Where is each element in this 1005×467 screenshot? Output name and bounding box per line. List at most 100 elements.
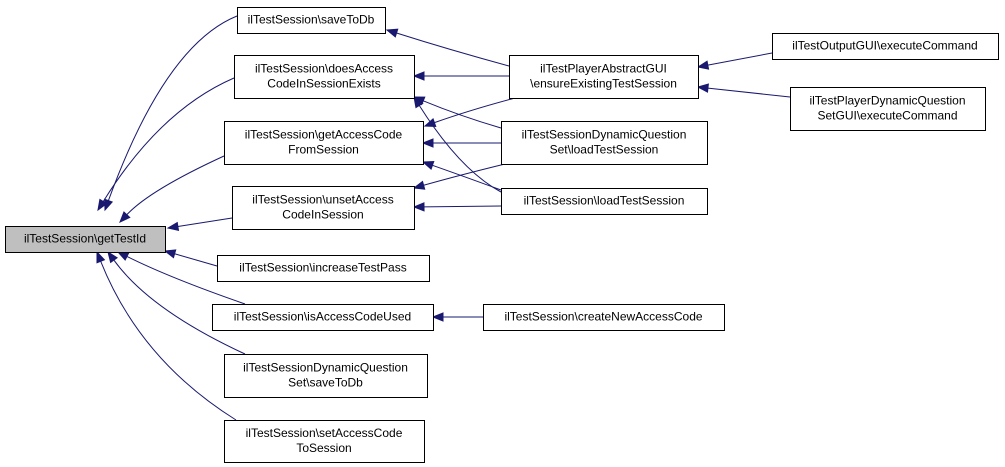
node-box (224, 420, 425, 463)
node-label: ilTestSession\isAccessCodeUsed (234, 310, 411, 324)
node-box (5, 226, 166, 253)
node-label: \ensureExistingTestSession (530, 77, 677, 91)
edge-getAccessCode-to-getTestId (119, 155, 225, 223)
node-box (224, 354, 428, 398)
node-label: Set\loadTestSession (550, 143, 659, 157)
node-label: ilTestSession\increaseTestPass (239, 261, 406, 275)
edge-line (100, 261, 237, 421)
edge-line (434, 97, 516, 124)
edge-line (102, 77, 235, 202)
edge-unsetAccess-to-getTestId (166, 217, 233, 232)
node-box (217, 255, 430, 282)
arrowhead-icon (413, 95, 424, 109)
edge-saveToDb-to-getTestId (104, 15, 238, 212)
node-box (212, 304, 434, 331)
edge-outputExecute-to-playerAbstract (696, 52, 773, 70)
node-dynLoad[interactable]: ilTestSessionDynamicQuestionSet\loadTest… (501, 121, 708, 165)
edge-line (423, 163, 506, 186)
arrowhead-icon (119, 211, 131, 223)
node-box (509, 55, 699, 99)
node-label: ilTestSessionDynamicQuestion (522, 128, 687, 142)
edge-increaseTestPass-to-getTestId (163, 249, 218, 267)
node-label: ilTestSession\getTestId (24, 232, 146, 246)
node-increaseTestPass[interactable]: ilTestSession\increaseTestPass (217, 255, 430, 282)
edge-doesAccess-to-getTestId (97, 77, 235, 212)
edges-layer (96, 15, 791, 421)
arrowhead-icon (97, 198, 108, 212)
node-label: ilTestOutputGUI\executeCommand (792, 39, 977, 53)
node-label: ilTestSessionDynamicQuestion (243, 361, 408, 375)
node-box (234, 55, 415, 99)
node-label: ilTestSession\unsetAccess (252, 193, 393, 207)
arrowhead-icon (166, 221, 180, 232)
node-label: ilTestSession\createNewAccessCode (504, 310, 702, 324)
node-label: SetGUI\executeCommand (817, 109, 957, 123)
node-box (501, 188, 708, 215)
node-loadTestSession[interactable]: ilTestSession\loadTestSession (501, 188, 708, 215)
edge-playerAbstract-to-doesAccess (412, 71, 509, 81)
arrowhead-icon (421, 161, 435, 170)
node-saveToDb[interactable]: ilTestSession\saveToDb (237, 7, 386, 34)
node-label: Set\saveToDb (288, 376, 363, 390)
arrowhead-icon (696, 60, 710, 70)
edge-dynLoad-to-unsetAccess (412, 163, 506, 190)
arrowhead-icon (431, 312, 444, 322)
node-label: FromSession (288, 143, 359, 157)
edge-line (707, 87, 791, 98)
node-label: ilTestSession\saveToDb (248, 13, 375, 27)
node-box (237, 7, 386, 34)
node-dynPlayerExecute[interactable]: ilTestPlayerDynamicQuestionSetGUI\execut… (790, 87, 986, 131)
edge-line (423, 205, 502, 208)
node-doesAccess[interactable]: ilTestSession\doesAccessCodeInSessionExi… (234, 55, 415, 99)
node-getTestId[interactable]: ilTestSession\getTestId (5, 226, 166, 253)
node-label: ilTestSession\getAccessCode (245, 128, 403, 142)
edge-loadTestSession-to-getAccessCode (421, 161, 502, 191)
arrowhead-icon (412, 180, 426, 190)
node-box (772, 33, 999, 60)
node-label: ilTestSession\doesAccess (255, 62, 393, 76)
node-box (483, 304, 725, 331)
node-box (232, 186, 415, 230)
edge-line (107, 15, 238, 201)
node-label: CodeInSession (282, 208, 363, 222)
node-playerAbstract[interactable]: ilTestPlayerAbstractGUI\ensureExistingTe… (509, 55, 699, 99)
node-label: ilTestPlayerAbstractGUI (540, 62, 667, 76)
edge-line (174, 253, 218, 267)
arrowhead-icon (96, 250, 106, 264)
edge-loadTestSession-to-unsetAccess (412, 202, 502, 212)
arrowhead-icon (107, 250, 118, 264)
node-outputExecute[interactable]: ilTestOutputGUI\executeCommand (772, 33, 999, 60)
node-label: ilTestSession\loadTestSession (524, 194, 685, 208)
edge-line (126, 155, 225, 216)
node-box (790, 87, 986, 131)
edge-createNewAccessCode-to-isAccessCodeUsed (431, 312, 483, 322)
edge-setAccessCode-to-getTestId (96, 250, 237, 421)
node-box (224, 121, 424, 165)
node-isAccessCodeUsed[interactable]: ilTestSession\isAccessCodeUsed (212, 304, 434, 331)
edge-line (113, 259, 246, 355)
edge-line (423, 100, 502, 129)
node-label: ToSession (296, 441, 351, 455)
node-label: ilTestPlayerDynamicQuestion (809, 94, 965, 108)
arrowhead-icon (385, 28, 399, 38)
node-label: ilTestSession\setAccessCode (246, 426, 403, 440)
edge-dynLoad-to-getAccessCode (421, 138, 501, 148)
node-label: CodeInSessionExists (267, 77, 380, 91)
arrowhead-icon (421, 138, 434, 148)
edge-dynPlayerExecute-to-playerAbstract (696, 83, 791, 98)
node-createNewAccessCode[interactable]: ilTestSession\createNewAccessCode (483, 304, 725, 331)
arrowhead-icon (412, 71, 425, 81)
nodes-layer: ilTestSession\getTestId ilTestSession\sav… (5, 7, 999, 463)
edge-dynSaveToDb-to-getTestId (107, 250, 246, 355)
arrowhead-icon (116, 251, 130, 261)
edge-playerAbstract-to-saveToDb (385, 28, 510, 67)
arrowhead-icon (163, 249, 177, 259)
edge-line (418, 105, 502, 193)
edge-line (126, 256, 246, 305)
edge-line (707, 52, 773, 66)
